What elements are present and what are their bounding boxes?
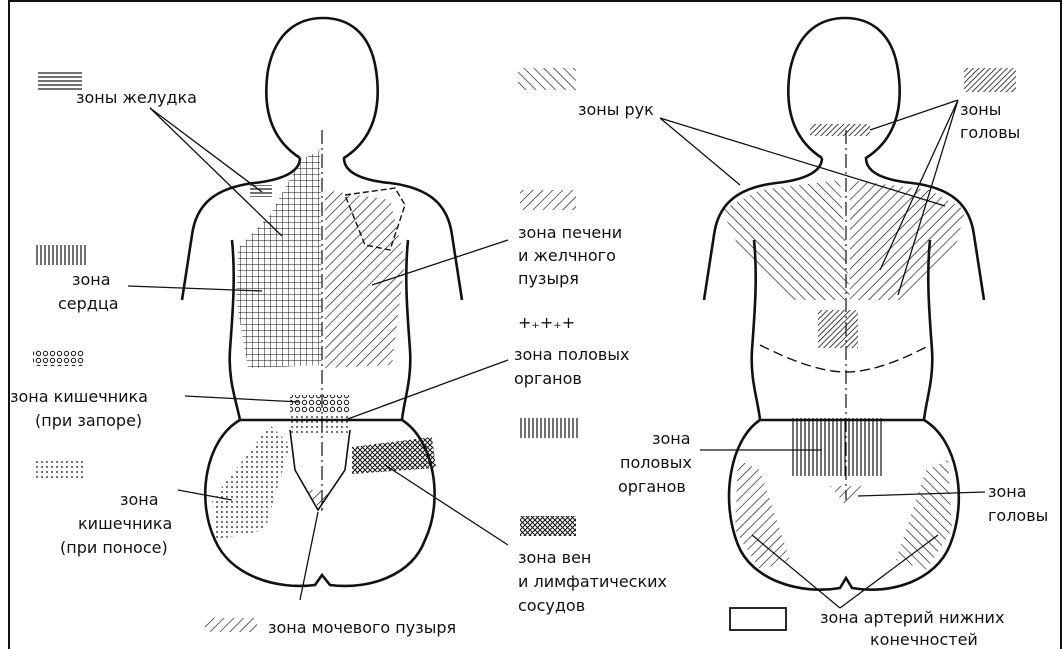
label-head-upper-1: зоны	[960, 100, 1001, 119]
left-figure	[182, 18, 462, 586]
label-bladder: зона мочевого пузыря	[268, 618, 456, 637]
veins-lymph-zone	[352, 437, 436, 474]
label-heart-2: сердца	[58, 294, 119, 313]
legend-veins-swatch	[520, 516, 576, 536]
label-genital-left-1: зона половых	[514, 345, 629, 364]
right-waist-dashed	[760, 345, 930, 372]
legend-bladder-swatch	[205, 618, 257, 632]
legend-diarrhea-swatch	[33, 460, 83, 478]
label-veins-1: зона вен	[518, 548, 591, 567]
legend-constipation-swatch	[33, 350, 85, 366]
label-liver-3: пузыря	[518, 269, 579, 288]
head-zone-sacral	[830, 486, 866, 508]
text-labels: зоны желудка зона сердца зона кишечника …	[10, 88, 1048, 649]
leader-veins	[385, 465, 508, 545]
label-arms: зоны рук	[578, 100, 654, 119]
right-figure	[704, 18, 984, 590]
label-constipation-1: зона кишечника	[10, 387, 148, 406]
label-head-upper-2: головы	[960, 123, 1020, 142]
label-stomach: зоны желудка	[76, 88, 197, 107]
label-diarrhea-2: кишечника	[78, 514, 172, 533]
arm-zone-right-figure-b	[850, 180, 965, 300]
intestine-diarrhea-zone	[212, 425, 290, 540]
label-constipation-2: (при запоре)	[35, 411, 142, 430]
label-head-lower-1: зона	[988, 482, 1027, 501]
label-arteries-1: зона артерий нижних	[820, 608, 1004, 627]
leader-genital-left	[345, 360, 508, 420]
label-genital-left-2: органов	[514, 369, 582, 388]
liver-zone	[325, 190, 405, 368]
label-genital-right-1: зона	[652, 429, 691, 448]
label-liver-2: и желчного	[518, 246, 616, 265]
arm-zone-right-figure	[722, 180, 850, 300]
label-diarrhea-1: зона	[120, 490, 159, 509]
leader-constipation	[185, 396, 300, 402]
label-genital-right-2: половых	[620, 453, 692, 472]
label-heart-1: зона	[72, 270, 111, 289]
label-veins-3: сосудов	[518, 596, 585, 615]
label-arteries-2: конечностей	[870, 630, 978, 649]
head-zone-neck	[810, 124, 870, 136]
genital-zone-right	[792, 418, 882, 476]
label-plus-symbols: +₊+₊+	[518, 313, 575, 332]
legend-arteries-swatch	[730, 608, 786, 630]
legend-heart-swatch	[36, 245, 86, 265]
label-liver-1: зона печени	[518, 223, 622, 242]
intestine-constipation-zone	[290, 395, 350, 413]
legend-arms-swatch	[518, 68, 576, 90]
legend-head-swatch	[964, 68, 1016, 92]
artery-zone-right-leg	[896, 460, 952, 570]
genital-zone-left	[290, 413, 350, 435]
label-head-lower-2: головы	[988, 506, 1048, 525]
label-veins-2: и лимфатических	[518, 572, 667, 591]
legend-liver-swatch	[520, 190, 576, 210]
leader-stomach	[150, 108, 282, 236]
label-diarrhea-3: (при поносе)	[60, 538, 168, 557]
legend-genital-swatch	[520, 418, 578, 438]
head-zone-lumbar	[818, 310, 858, 348]
label-genital-right-3: органов	[618, 477, 686, 496]
